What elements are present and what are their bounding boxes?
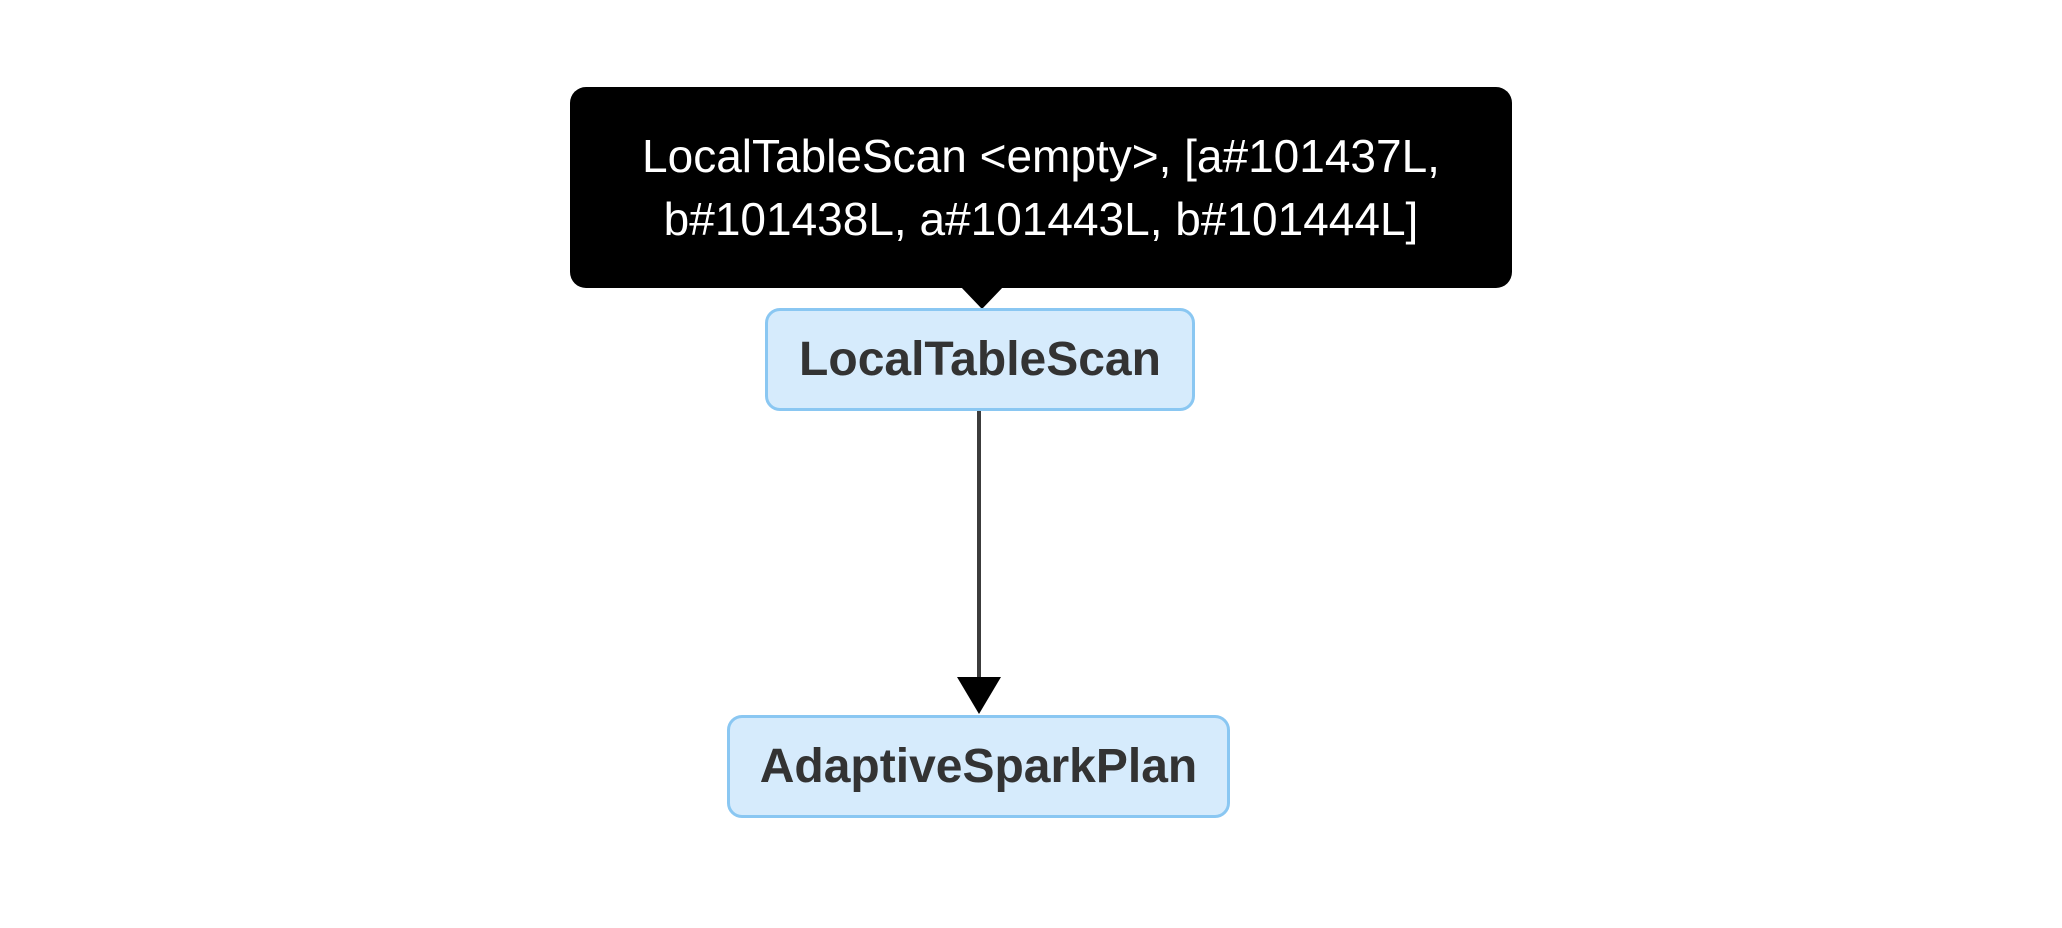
tooltip-line: LocalTableScan <empty>, [a#101437L, [642, 129, 1440, 182]
tooltip-pointer-icon [960, 286, 1004, 309]
plan-node-label: AdaptiveSparkPlan [759, 740, 1198, 793]
plan-node-label: LocalTableScan [799, 333, 1161, 386]
edge-arrowhead-icon [957, 677, 1001, 714]
edge-line [977, 411, 981, 679]
plan-node-adaptivesparkplan[interactable]: AdaptiveSparkPlan [727, 715, 1230, 818]
tooltip-line: b#101438L, a#101443L, b#101444L] [663, 192, 1419, 245]
plan-node-localtablescan[interactable]: LocalTableScan [765, 308, 1195, 411]
node-tooltip: LocalTableScan <empty>, [a#101437L, b#10… [570, 87, 1512, 288]
